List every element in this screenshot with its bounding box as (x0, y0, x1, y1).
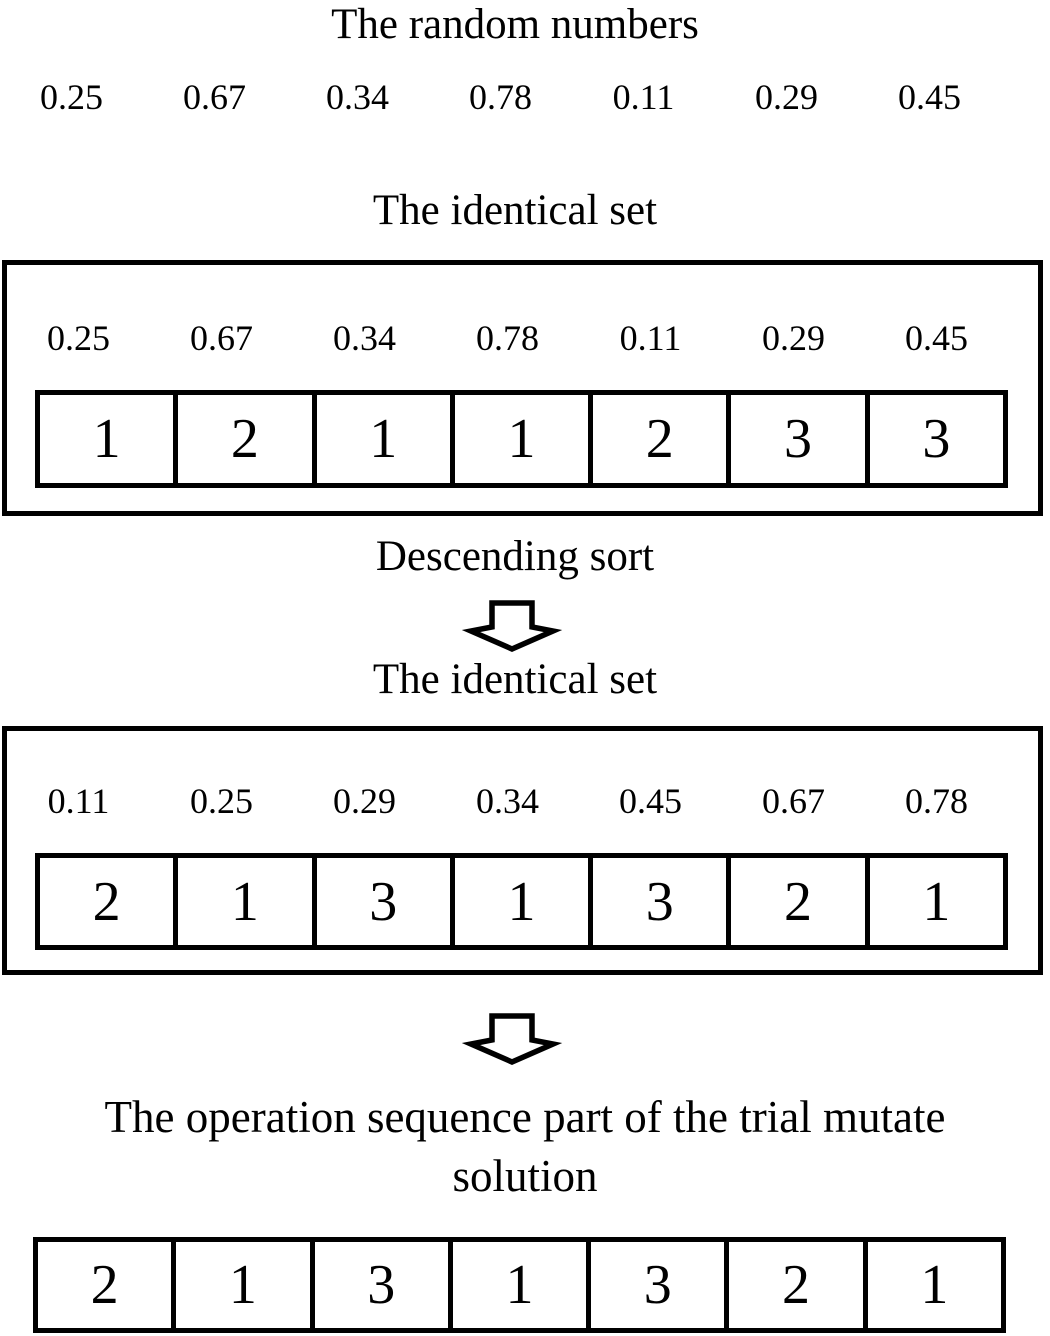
identical-set-sorted-sequence-row: 2 1 3 1 3 2 1 (35, 853, 1008, 950)
result-title-line2: solution (452, 1151, 598, 1201)
sequence-cell: 1 (449, 853, 594, 950)
sequence-cell: 3 (309, 1237, 453, 1333)
descending-sort-label: Descending sort (375, 533, 655, 580)
sequence-cell: 1 (864, 853, 1008, 950)
identical-set-initial-sequence-row: 1 2 1 1 2 3 3 (35, 390, 1008, 488)
sequence-cell: 2 (724, 1237, 868, 1333)
down-arrow-icon (461, 1013, 563, 1066)
sequence-cell: 1 (171, 1237, 315, 1333)
sequence-cell: 1 (447, 1237, 592, 1333)
sequence-cell: 1 (449, 390, 594, 488)
identical-set-sorted-box: 0.11 0.25 0.29 0.34 0.45 0.67 0.78 2 1 3… (2, 726, 1043, 975)
sequence-cell: 3 (588, 853, 732, 950)
random-number-value: 0.78 (905, 781, 968, 821)
sequence-cell: 2 (35, 853, 179, 950)
random-number-value: 0.78 (469, 77, 532, 117)
random-number-value: 0.45 (905, 318, 968, 358)
random-numbers-title: The random numbers (331, 1, 699, 48)
sequence-cell: 3 (864, 390, 1008, 488)
sequence-cell: 3 (586, 1237, 730, 1333)
random-number-value: 0.11 (612, 77, 675, 117)
random-number-value: 0.29 (333, 781, 396, 821)
identical-set-initial-box: 0.25 0.67 0.34 0.78 0.11 0.29 0.45 1 2 1… (2, 260, 1043, 516)
random-number-value: 0.45 (619, 781, 682, 821)
identical-set-sorted-title: The identical set (372, 656, 658, 703)
sequence-cell: 2 (588, 390, 732, 488)
sequence-cell: 1 (311, 390, 455, 488)
sequence-cell: 3 (726, 390, 870, 488)
random-number-value: 0.34 (333, 318, 396, 358)
random-number-value: 0.11 (619, 318, 682, 358)
random-number-value: 0.67 (762, 781, 825, 821)
random-number-value: 0.29 (755, 77, 818, 117)
random-number-value: 0.29 (762, 318, 825, 358)
identical-set-sorted-numbers-row: 0.11 0.25 0.29 0.34 0.45 0.67 0.78 (7, 780, 1008, 822)
sequence-cell: 1 (862, 1237, 1006, 1333)
random-number-value: 0.11 (47, 781, 110, 821)
sequence-cell: 2 (173, 390, 317, 488)
random-number-value: 0.67 (190, 318, 253, 358)
random-number-value: 0.34 (476, 781, 539, 821)
random-number-value: 0.34 (326, 77, 389, 117)
sequence-cell: 1 (35, 390, 179, 488)
random-number-value: 0.25 (40, 77, 103, 117)
result-sequence-row: 2 1 3 1 3 2 1 (33, 1237, 1006, 1333)
random-numbers-row: 0.25 0.67 0.34 0.78 0.11 0.29 0.45 (0, 76, 1001, 118)
random-number-value: 0.78 (476, 318, 539, 358)
sequence-cell: 1 (173, 853, 317, 950)
identical-set-initial-numbers-row: 0.25 0.67 0.34 0.78 0.11 0.29 0.45 (7, 317, 1008, 359)
sequence-cell: 2 (726, 853, 870, 950)
result-title: The operation sequence part of the trial… (0, 1088, 1050, 1206)
identical-set-initial-title: The identical set (372, 187, 658, 234)
result-title-line1: The operation sequence part of the trial… (104, 1092, 946, 1142)
random-number-value: 0.45 (898, 77, 961, 117)
down-arrow-icon (461, 600, 563, 653)
random-number-value: 0.25 (190, 781, 253, 821)
random-number-value: 0.67 (183, 77, 246, 117)
sequence-cell: 3 (311, 853, 455, 950)
sequence-cell: 2 (33, 1237, 177, 1333)
random-number-value: 0.25 (47, 318, 110, 358)
